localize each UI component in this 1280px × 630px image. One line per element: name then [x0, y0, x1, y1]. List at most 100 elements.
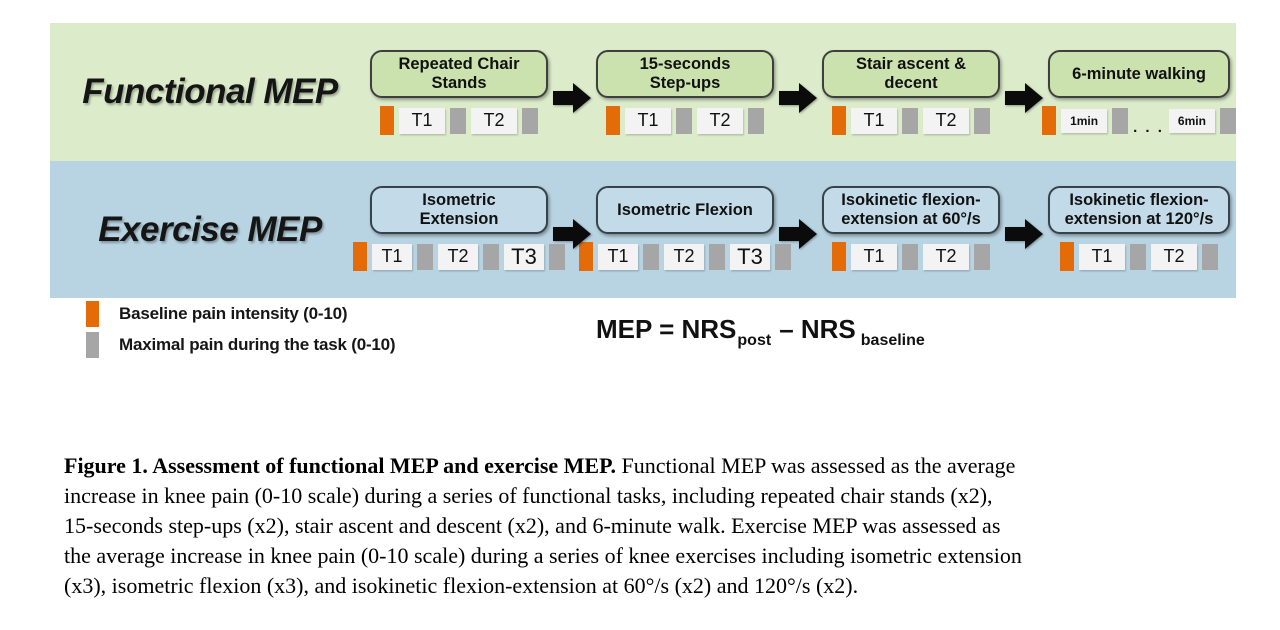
exercise-mep-band: Exercise MEP Isometric Extension T1 T2 T…: [50, 161, 1236, 298]
legend-row-maximal: Maximal pain during the task (0-10): [86, 332, 396, 358]
max-pain-marker: [748, 107, 764, 134]
formula-sub-post: post: [737, 332, 772, 349]
right-arrow-icon: [1005, 83, 1043, 118]
trial-box-t2: T2: [664, 243, 704, 270]
legend: Baseline pain intensity (0-10) Maximal p…: [86, 301, 396, 363]
markers-stair-ascent-descent: T1 T2: [832, 106, 990, 135]
max-pain-marker: [1130, 243, 1146, 270]
baseline-marker: [1060, 242, 1074, 271]
trial-box-t1: T1: [372, 243, 412, 270]
trial-box-t1: T1: [625, 107, 671, 134]
exercise-tasks-row: Isometric Extension T1 T2 T3 Isometric F…: [353, 161, 1236, 298]
legend-row-baseline: Baseline pain intensity (0-10): [86, 301, 395, 327]
legend-maximal-label: Maximal pain during the task (0-10): [119, 335, 396, 354]
figure-caption: Figure 1. Assessment of functional MEP a…: [64, 451, 1244, 601]
task-box-isometric-flexion: Isometric Flexion: [596, 186, 774, 234]
max-pain-marker: [417, 243, 433, 270]
formula-sub-baseline: baseline: [860, 332, 925, 349]
task-box-repeated-chair-stands: Repeated Chair Stands: [370, 50, 548, 98]
markers-step-ups: T1 T2: [606, 106, 764, 135]
max-pain-marker: [549, 243, 565, 270]
task-six-minute-walk: 6-minute walking 1min . . . 6min: [1042, 50, 1236, 135]
max-pain-marker: [775, 243, 791, 270]
caption-line: Figure 1. Assessment of functional MEP a…: [64, 451, 1244, 481]
baseline-marker: [380, 106, 394, 135]
trial-box-t1: T1: [1079, 243, 1125, 270]
caption-line: 15-seconds step-ups (x2), stair ascent a…: [64, 513, 1001, 538]
markers-six-minute-walk: 1min . . . 6min: [1042, 106, 1236, 135]
caption-bold-title: Figure 1. Assessment of functional MEP a…: [64, 453, 617, 478]
functional-mep-label: Functional MEP: [82, 72, 338, 111]
mep-assessment-figure: Functional MEP Repeated Chair Stands T1 …: [50, 23, 1236, 298]
max-pain-marker: [709, 243, 725, 270]
trial-box-t2: T2: [923, 107, 969, 134]
task-isometric-flexion: Isometric Flexion T1 T2 T3: [579, 186, 791, 271]
trial-box-t2: T2: [471, 107, 517, 134]
right-arrow-icon: [779, 219, 817, 254]
max-pain-marker: [522, 107, 538, 134]
task-box-isokinetic-120: Isokinetic flexion- extension at 120°/s: [1048, 186, 1230, 234]
task-isokinetic-120: Isokinetic flexion- extension at 120°/s …: [1048, 186, 1230, 271]
max-pain-marker: [1202, 243, 1218, 270]
functional-label-wrap: Functional MEP: [50, 23, 370, 161]
trial-box-t3: T3: [504, 243, 544, 270]
task-isokinetic-60: Isokinetic flexion- extension at 60°/s T…: [822, 186, 1000, 271]
max-pain-marker: [1112, 107, 1129, 134]
trial-box-t2: T2: [1151, 243, 1197, 270]
task-box-six-minute-walk: 6-minute walking: [1048, 50, 1230, 98]
baseline-marker: [1042, 106, 1057, 135]
trial-box-t1: T1: [851, 107, 897, 134]
markers-isokinetic-120: T1 T2: [1060, 242, 1218, 271]
exercise-label-wrap: Exercise MEP: [50, 161, 370, 298]
max-pain-marker: [902, 243, 918, 270]
max-pain-marker: [676, 107, 692, 134]
task-box-stair-ascent-descent: Stair ascent & decent: [822, 50, 1000, 98]
markers-repeated-chair-stands: T1 T2: [380, 106, 538, 135]
task-box-isokinetic-60: Isokinetic flexion- extension at 60°/s: [822, 186, 1000, 234]
exercise-mep-label: Exercise MEP: [98, 209, 322, 249]
formula-minus-nrs: – NRS: [779, 314, 856, 344]
functional-mep-band: Functional MEP Repeated Chair Stands T1 …: [50, 23, 1236, 161]
right-arrow-icon: [553, 219, 591, 254]
task-isometric-extension: Isometric Extension T1 T2 T3: [353, 186, 565, 271]
trial-box-t1: T1: [399, 107, 445, 134]
trial-box-t1: T1: [598, 243, 638, 270]
baseline-marker: [606, 106, 620, 135]
task-step-ups: 15-seconds Step-ups T1 T2: [596, 50, 774, 135]
right-arrow-icon: [779, 83, 817, 118]
max-pain-marker: [902, 107, 918, 134]
right-arrow-icon: [1005, 219, 1043, 254]
legend-baseline-label: Baseline pain intensity (0-10): [119, 304, 348, 323]
functional-tasks-row: Repeated Chair Stands T1 T2 15-seconds S…: [370, 23, 1236, 161]
trial-box-t1: T1: [851, 243, 897, 270]
minute-box-1min: 1min: [1061, 108, 1108, 133]
maximal-swatch: [86, 332, 99, 358]
max-pain-marker: [1219, 107, 1236, 134]
trial-box-t2: T2: [697, 107, 743, 134]
ellipsis-dots: . . .: [1133, 119, 1164, 136]
baseline-swatch: [86, 301, 99, 327]
task-box-isometric-extension: Isometric Extension: [370, 186, 548, 234]
trial-box-t2: T2: [438, 243, 478, 270]
markers-isometric-flexion: T1 T2 T3: [579, 242, 791, 271]
max-pain-marker: [450, 107, 466, 134]
task-stair-ascent-descent: Stair ascent & decent T1 T2: [822, 50, 1000, 135]
formula-lhs: MEP = NRS: [596, 314, 737, 344]
markers-isometric-extension: T1 T2 T3: [353, 242, 565, 271]
max-pain-marker: [483, 243, 499, 270]
caption-text: Functional MEP was assessed as the avera…: [616, 453, 1016, 478]
task-box-step-ups: 15-seconds Step-ups: [596, 50, 774, 98]
task-repeated-chair-stands: Repeated Chair Stands T1 T2: [370, 50, 548, 135]
trial-box-t2: T2: [923, 243, 969, 270]
baseline-marker: [832, 106, 846, 135]
max-pain-marker: [974, 107, 990, 134]
baseline-marker: [832, 242, 846, 271]
markers-isokinetic-60: T1 T2: [832, 242, 990, 271]
baseline-marker: [353, 242, 367, 271]
max-pain-marker: [643, 243, 659, 270]
minute-box-6min: 6min: [1168, 108, 1215, 133]
caption-line: (x3), isometric flexion (x3), and isokin…: [64, 573, 859, 598]
max-pain-marker: [974, 243, 990, 270]
trial-box-t3: T3: [730, 243, 770, 270]
